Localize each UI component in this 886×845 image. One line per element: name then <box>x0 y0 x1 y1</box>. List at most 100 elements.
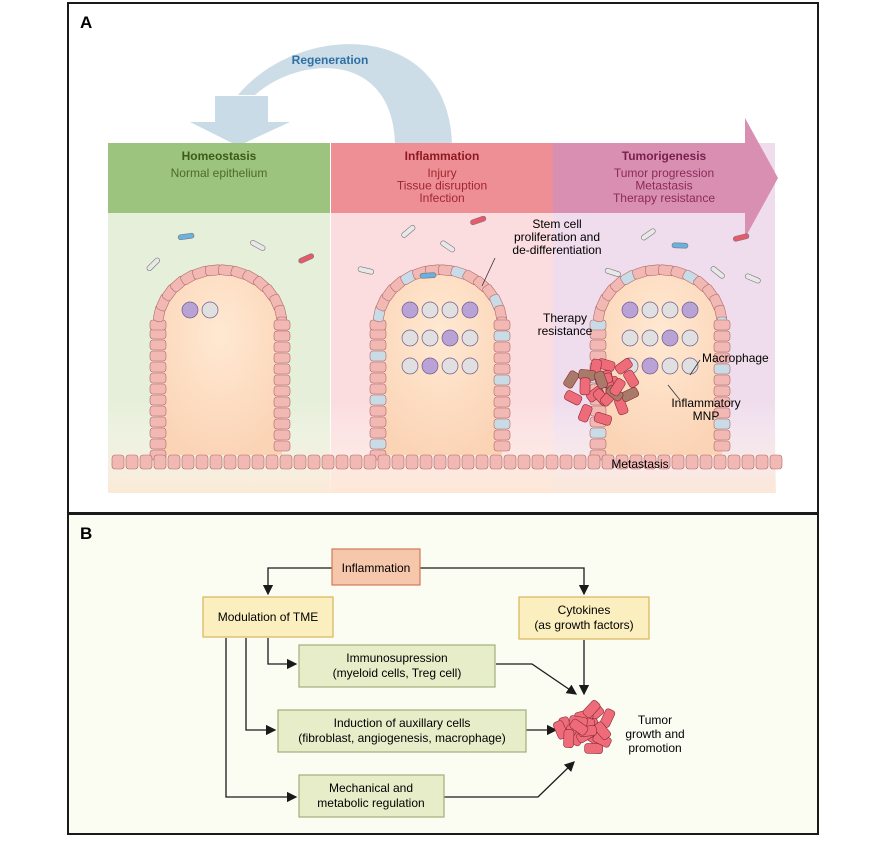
regeneration-arrow: Regeneration <box>190 44 452 148</box>
immune-cell <box>461 357 479 375</box>
epithelial-cell <box>713 396 731 408</box>
epithelial-cell <box>493 396 511 408</box>
immune-cell <box>641 357 659 375</box>
tumor-cluster-cell <box>584 743 603 754</box>
stage-title-0: Homeostasis <box>182 149 257 163</box>
stage-line-1-0: Injury <box>427 166 456 180</box>
immune-cell <box>641 329 659 347</box>
immune-cell <box>661 329 679 347</box>
basal-cell <box>713 454 727 470</box>
epithelial-cell <box>149 328 167 340</box>
basal-cell <box>405 454 419 470</box>
node-immuno: Immunosupression (myeloid cells, Treg ce… <box>298 644 496 688</box>
stage-line-2-0: Tumor progression <box>614 166 714 180</box>
basal-cell <box>251 454 265 470</box>
tumor-cell <box>609 378 626 397</box>
metastasis-label: Metastasis <box>611 457 668 471</box>
tumor-cell <box>593 411 613 426</box>
immune-cell <box>441 329 459 347</box>
epithelial-cell <box>589 339 607 351</box>
basal-cell <box>433 454 447 470</box>
basal-cell <box>741 454 755 470</box>
arrow-modulation-induction <box>245 638 277 736</box>
epithelial-cell <box>369 383 387 395</box>
basal-cell <box>349 454 363 470</box>
stage-header-0 <box>108 143 330 213</box>
epithelial-cell <box>713 407 731 419</box>
stage-line-1-2: Infection <box>419 191 464 205</box>
epithelial-cell <box>713 374 731 386</box>
arrow-inflammation-cytokines <box>420 567 590 596</box>
node-inflammation: Inflammation <box>331 548 421 586</box>
epithelial-cell <box>493 374 511 386</box>
epithelial-cell <box>493 407 511 419</box>
arrow-modulation-immuno <box>267 638 298 670</box>
basal-cell <box>769 454 783 470</box>
epithelial-cell <box>493 352 511 364</box>
node-cytokines-label-2: (as growth factors) <box>534 618 633 632</box>
regeneration-label: Regeneration <box>292 53 369 67</box>
stem-cell-label-1: Stem cell <box>532 217 581 231</box>
epithelial-cell <box>493 440 511 452</box>
epithelial-cell <box>273 429 291 441</box>
node-modulation-label: Modulation of TME <box>218 610 319 624</box>
epithelial-cell <box>149 438 167 450</box>
villus-core-1 <box>378 270 502 455</box>
epithelial-cell <box>369 350 387 362</box>
epithelial-cell <box>713 385 731 397</box>
immune-cell <box>181 301 199 319</box>
panel-b: B Inflammation Modulation of TME Cytokin… <box>67 513 819 835</box>
basal-cell <box>699 454 713 470</box>
epithelial-cell <box>273 440 291 452</box>
basal-cell <box>573 454 587 470</box>
tumor-cluster <box>553 700 616 754</box>
bacterium <box>440 240 456 253</box>
epithelial-cell <box>273 418 291 430</box>
node-induction-label-2: (fibroblast, angiogenesis, macrophage) <box>298 731 505 745</box>
bacterium <box>710 266 725 279</box>
basal-cell <box>363 454 377 470</box>
immune-cell <box>621 301 639 319</box>
bacterium <box>470 215 487 226</box>
immune-cell <box>441 357 459 375</box>
basal-cell <box>223 454 237 470</box>
epithelium-tissue <box>111 215 783 470</box>
epithelial-cell <box>713 352 731 364</box>
arrow-mechanical-tumor <box>444 761 575 798</box>
tumor-cell <box>579 377 591 396</box>
epithelial-cell <box>713 341 731 353</box>
panel-a-annotations: Stem cell proliferation and de-different… <box>481 217 769 471</box>
epithelial-cell <box>273 385 291 397</box>
epithelial-cell <box>713 319 731 331</box>
epithelial-cell <box>493 429 511 441</box>
basal-cell <box>307 454 321 470</box>
tumor-cluster-cell <box>582 700 601 719</box>
bacterium <box>744 273 761 284</box>
therapy-label-2: resistance <box>538 324 593 338</box>
epithelial-cell <box>149 416 167 428</box>
bacterium <box>250 239 266 251</box>
epithelial-cell <box>493 341 511 353</box>
tumor-cell <box>620 386 640 402</box>
flow-connectors <box>225 567 590 803</box>
node-induction-label-1: Induction of auxillary cells <box>334 716 471 730</box>
basal-cell <box>559 454 573 470</box>
basal-cell <box>391 454 405 470</box>
villus-core-0 <box>158 270 282 455</box>
immune-cell <box>461 329 479 347</box>
epithelial-cell <box>493 418 511 430</box>
macrophage-label: Macrophage <box>702 351 769 365</box>
bacterium <box>357 266 375 275</box>
stage-title-1: Inflammation <box>405 149 480 163</box>
node-induction: Induction of auxillary cells (fibroblast… <box>277 709 527 753</box>
immune-cell <box>441 301 459 319</box>
immune-cell <box>661 357 679 375</box>
epithelial-cell <box>589 427 607 439</box>
tumor-cluster-cell <box>569 718 589 736</box>
basal-cell <box>685 454 699 470</box>
tumor-cell <box>563 370 580 389</box>
epithelial-cell <box>149 427 167 439</box>
basal-cell <box>139 454 153 470</box>
node-inflammation-label: Inflammation <box>342 561 411 575</box>
